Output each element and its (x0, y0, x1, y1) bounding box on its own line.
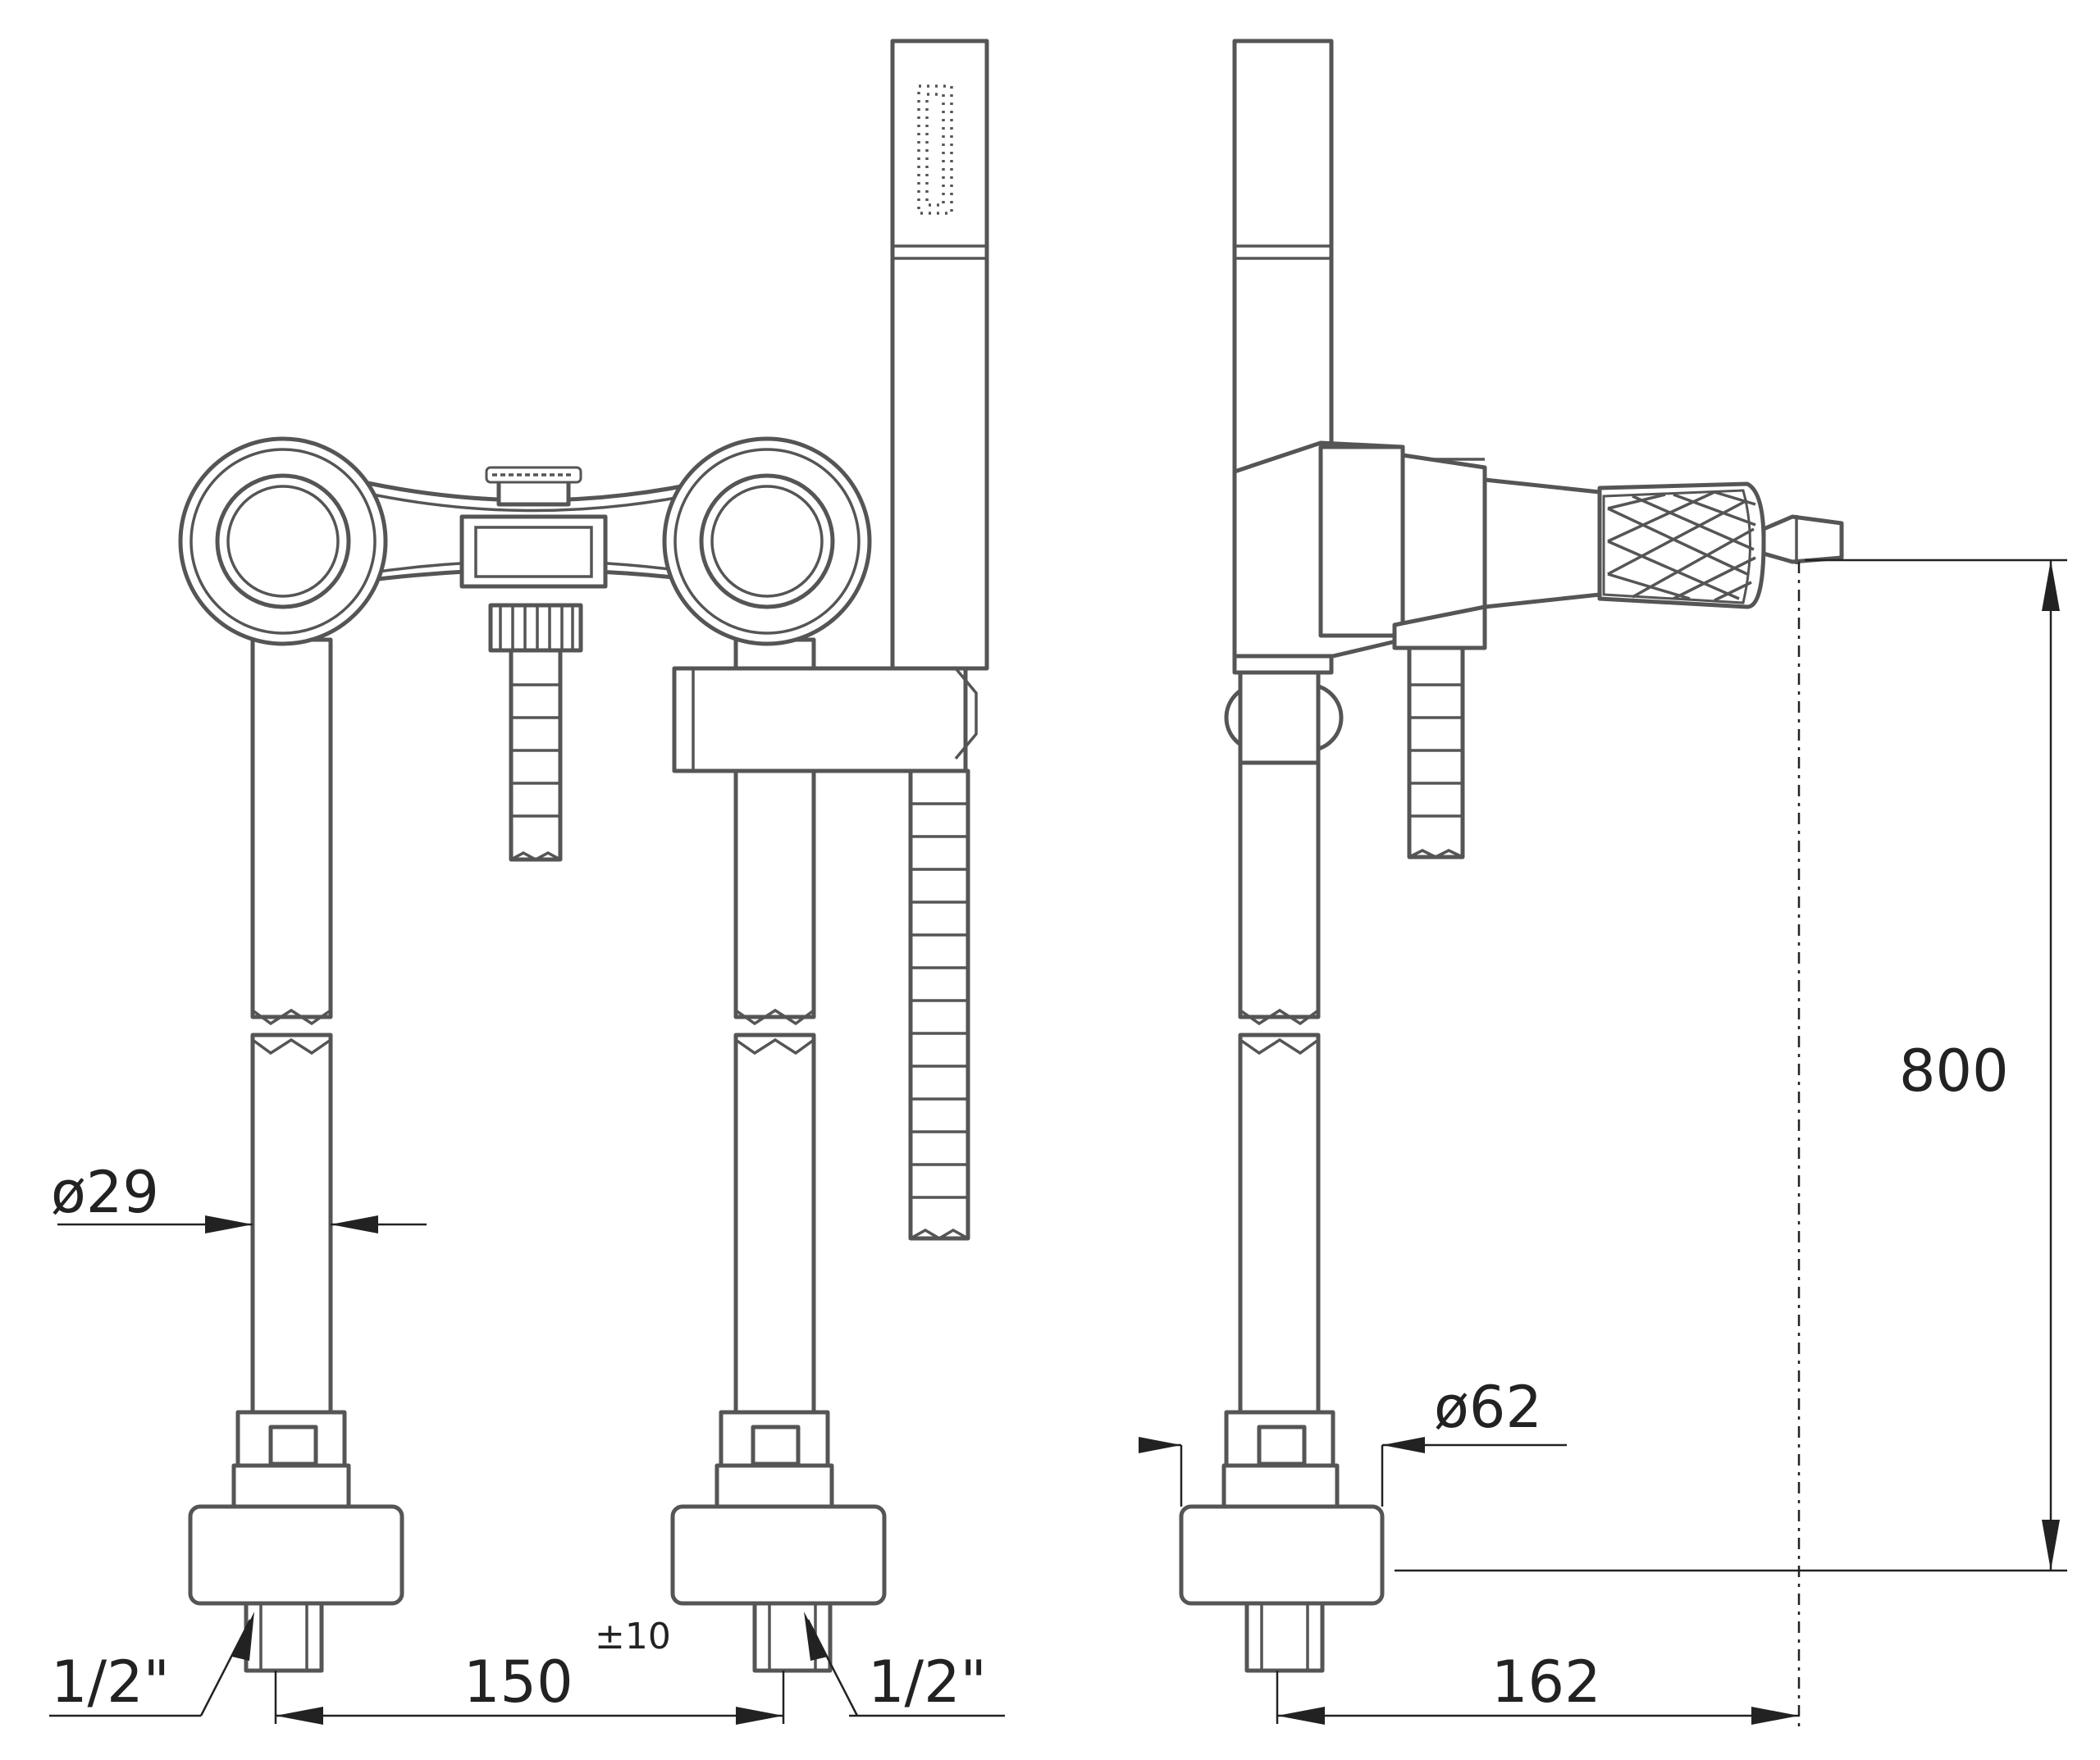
dimension-base-diameter: ø62 (1139, 1374, 1567, 1507)
side-base (1179, 1410, 1385, 1673)
center-distance-label: 150 (463, 1648, 573, 1716)
height-label: 800 (1899, 1037, 2009, 1105)
base-diameter-label: ø62 (1434, 1374, 1542, 1441)
thread-right-label: 1/2" (868, 1648, 987, 1716)
side-mixer-body (1232, 440, 1844, 859)
mixer-body (178, 436, 872, 862)
front-view (178, 39, 989, 1673)
projection-label: 162 (1491, 1648, 1601, 1716)
hand-shower (890, 39, 989, 671)
side-holder (1224, 670, 1344, 765)
side-view (1179, 39, 1844, 1673)
shower-hose (908, 768, 970, 1241)
right-base (670, 1410, 887, 1673)
dimension-center-distance: 150 ±10 (274, 1616, 785, 1725)
center-tolerance-label: ±10 (595, 1616, 671, 1657)
knurled-grip (1602, 489, 1756, 604)
dimension-height: 800 (1395, 559, 2067, 1572)
left-base (188, 1410, 404, 1673)
shower-holder (672, 666, 978, 773)
thread-left-label: 1/2" (51, 1648, 170, 1716)
thread-right-callout: 1/2" (804, 1612, 1005, 1717)
thread-left-callout: 1/2" (49, 1612, 254, 1717)
pipe-diameter-label: ø29 (51, 1159, 159, 1226)
dimension-projection: 162 (1276, 1648, 1799, 1725)
left-riser-pipe (250, 637, 333, 1415)
dimension-pipe-diameter: ø29 (51, 1159, 427, 1233)
